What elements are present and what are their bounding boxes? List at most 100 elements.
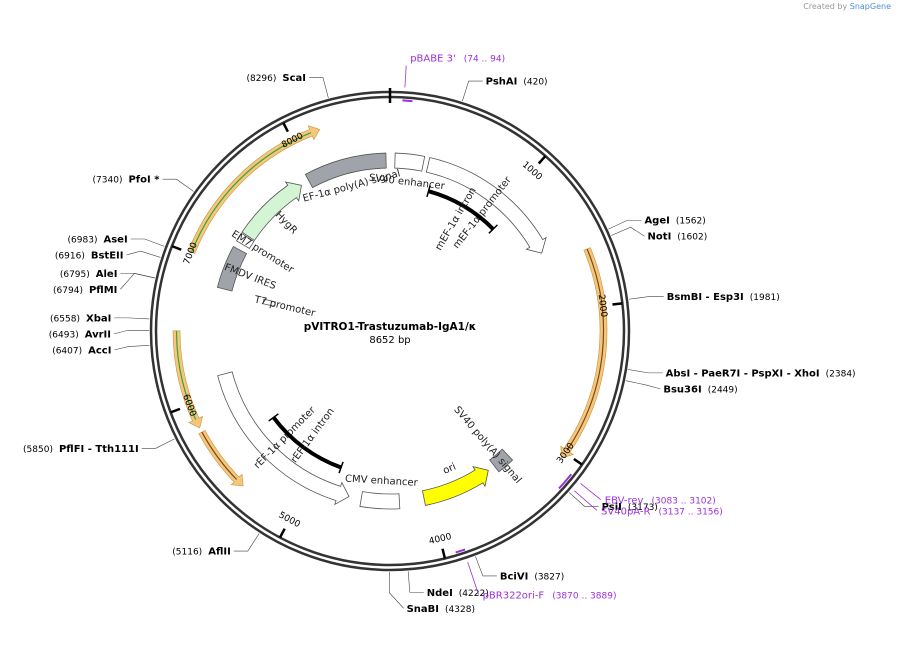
- site-leader-line: [162, 178, 194, 192]
- intron-end-mark: [338, 461, 344, 474]
- site-agei: AgeI(1562): [644, 216, 705, 227]
- site-bcivi: BciVI(3827): [500, 571, 564, 582]
- site-leader-line: [114, 345, 150, 351]
- site-xbai: (6558)XbaI: [50, 313, 111, 324]
- tick-label: 8000: [280, 131, 305, 150]
- mef-1-intron-feature: [427, 189, 495, 231]
- site-pflmi: (6794)PflMI: [53, 285, 117, 296]
- mef-1-promoter-feature: [425, 157, 547, 254]
- site-leader-line: [407, 571, 424, 593]
- tick-mark: [573, 457, 583, 466]
- site-leader-line: [628, 296, 664, 300]
- primer-leader-line: [467, 562, 479, 595]
- orf-arc: [187, 125, 321, 254]
- tick-label: 5000: [277, 511, 302, 531]
- t7-promoter-feature-label: T7 promoter: [252, 294, 317, 319]
- tick-mark: [282, 122, 289, 133]
- snapgene-credit: Created by SnapGene: [803, 2, 891, 11]
- orf-core-line: [566, 248, 605, 451]
- tick-label: 7000: [182, 241, 200, 266]
- site-aflii: (5116)AflII: [172, 547, 231, 558]
- primer-sv40pa-r: SV40pA-R(3137 .. 3156): [601, 506, 723, 517]
- fmdv-ires-feature: [216, 245, 248, 292]
- plasmid-name: pVITRO1-Trastuzumab-IgA1/κ: [304, 321, 477, 333]
- site-pshai: PshAI(420): [486, 77, 548, 88]
- site-layer: PshAI(420) AgeI(1562) NotI(1602) BsmBI - Es…: [23, 73, 856, 615]
- site-ndei: NdeI(4222): [427, 588, 489, 599]
- tick-mark: [278, 528, 286, 539]
- site-leader-line: [475, 556, 497, 577]
- site-absi-paer7i-pspxi-xhoi: AbsI - PaeR7I - PspXI - XhoI(2384): [666, 368, 856, 379]
- primer-ebv-rev: EBV-rev(3083 .. 3102): [605, 496, 716, 507]
- site-leader-line: [141, 438, 175, 449]
- primer-sv40pa-r-arc: [558, 480, 567, 490]
- ref-1-intron-feature: [271, 416, 342, 470]
- site-leader-line: [130, 238, 165, 247]
- cmv-enhancer-feature: [359, 491, 401, 510]
- orf-core-line: [175, 330, 197, 420]
- credit-brand: SnapGene: [849, 2, 891, 11]
- primer-pbabe-3-arc: [402, 99, 413, 103]
- primer-layer: pBABE 3'(74 .. 94) EBV-rev(3083 .. 3102)S…: [402, 53, 723, 602]
- tick-label: 2000: [596, 294, 609, 318]
- hygr-feature: [241, 181, 302, 242]
- tick-mark: [441, 548, 447, 559]
- primer-pbabe-3: pBABE 3'(74 .. 94): [410, 53, 505, 64]
- orf-arc: [560, 247, 608, 459]
- site-leader-line: [462, 80, 483, 102]
- primer-leader-line: [404, 65, 407, 88]
- intron-end-mark: [488, 224, 498, 234]
- credit-prefix: Created by: [803, 2, 848, 11]
- orf-arc: [198, 429, 244, 487]
- site-psii: PsiI(3173): [602, 502, 658, 513]
- tick-mark: [612, 302, 623, 306]
- orf-core-line: [201, 431, 238, 480]
- site-alei: (6795)AleI: [60, 269, 118, 280]
- site-scai: (8296)ScaI: [246, 73, 306, 84]
- site-leader-line: [627, 369, 663, 374]
- site-asei: (6983)AseI: [68, 235, 128, 246]
- site-leader-line: [625, 380, 661, 390]
- site-leader-line: [611, 226, 645, 237]
- primer-leader-line: [580, 483, 602, 501]
- primer-pbr322ori-f: pBR322ori-F(3870 .. 3889): [483, 591, 617, 602]
- primer-pbr322ori-f-arc: [455, 548, 466, 554]
- intron-end-mark: [268, 413, 279, 422]
- orf-arc: [172, 330, 203, 429]
- orf-layer: [172, 125, 608, 487]
- tick-label: 6000: [180, 393, 197, 418]
- site-leader-line: [568, 492, 599, 507]
- sv40-enhancer-feature: [394, 152, 426, 172]
- site-leader-line: [126, 250, 161, 258]
- tick-label: 4000: [428, 532, 453, 547]
- ori-feature-label: ori: [441, 462, 457, 477]
- site-leader-line: [233, 533, 260, 552]
- site-leader-line: [114, 317, 150, 320]
- site-leader-line: [309, 77, 329, 99]
- ef-1-poly-a-signal-feature: [304, 152, 387, 189]
- orf-core-line: [191, 132, 312, 253]
- site-leader-line: [113, 329, 150, 335]
- tick-mark: [171, 244, 182, 251]
- tick-mark: [170, 407, 181, 414]
- em7-promoter-feature: [235, 232, 255, 250]
- site-leader-line: [120, 273, 155, 290]
- site-avrii: (6493)AvrII: [49, 329, 111, 340]
- t7-promoter-feature: [262, 298, 277, 307]
- site-bsu36i: Bsu36I(2449): [663, 384, 737, 395]
- site-pflfi-tth111i: (5850)PflFI - Tth111I: [23, 444, 139, 455]
- site-bsmbi-esp3i: BsmBI - Esp3I(1981): [667, 292, 780, 303]
- site-pfoi: (7340)PfoI *: [93, 175, 161, 186]
- intron-end-mark: [426, 185, 431, 198]
- site-acci: (6407)AccI: [52, 345, 111, 356]
- site-bsteii: (6916)BstEII: [55, 251, 124, 262]
- hygr-feature-label: HygR: [273, 210, 299, 237]
- site-leader-line: [608, 219, 642, 230]
- site-noti: NotI(1602): [648, 232, 708, 243]
- plasmid-length: 8652 bp: [369, 335, 410, 346]
- tick-mark: [537, 155, 547, 165]
- site-leader-line: [389, 571, 404, 609]
- cmv-enhancer-feature-label: CMV enhancer: [345, 474, 419, 489]
- ref-1-promoter-feature: [217, 371, 350, 506]
